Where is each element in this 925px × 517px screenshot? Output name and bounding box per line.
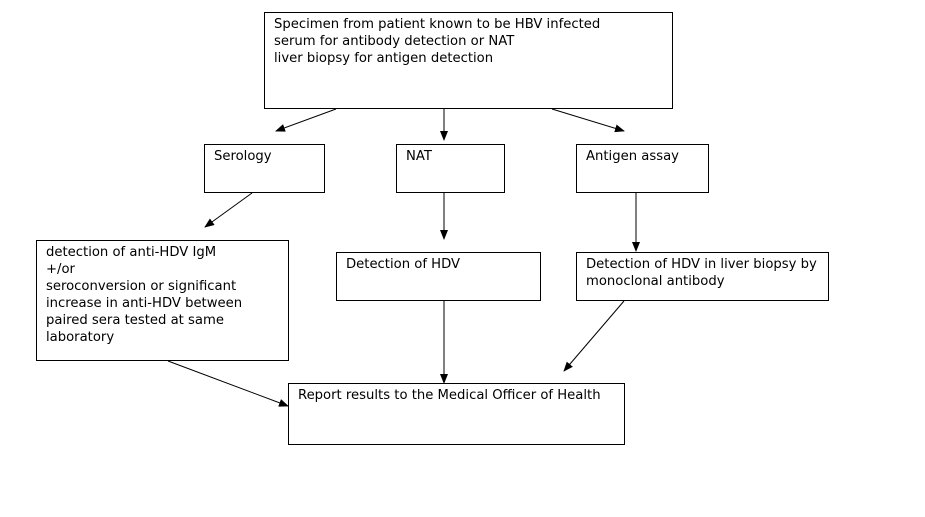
nat-box: NAT [396, 144, 505, 193]
arrow-biopsy-detection-to-report [563, 300, 625, 372]
arrow-antibody-detection-to-report [167, 360, 289, 407]
biopsy-detection-box: Detection of HDV in liver biopsy by mono… [576, 252, 829, 301]
antigen-assay-label: Antigen assay [586, 149, 679, 164]
antibody-detection-line-1: detection of anti-HDV IgM [46, 245, 217, 260]
report-label: Report results to the Medical Officer of… [298, 388, 601, 403]
specimen-line-2: serum for antibody detection or NAT [274, 34, 515, 49]
antibody-detection-box: detection of anti-HDV IgM +/or seroconve… [36, 240, 289, 361]
specimen-line-1: Specimen from patient known to be HBV in… [274, 17, 601, 32]
antigen-assay-box: Antigen assay [576, 144, 709, 193]
serology-label: Serology [214, 149, 272, 164]
biopsy-detection-line-1: Detection of HDV in liver biopsy by [586, 257, 817, 272]
antibody-detection-line-3: seroconversion or significant [46, 279, 237, 294]
hdv-detection-label: Detection of HDV [346, 257, 461, 272]
antibody-detection-line-5: paired sera tested at same [46, 313, 224, 328]
report-box: Report results to the Medical Officer of… [288, 383, 625, 445]
biopsy-detection-line-2: monoclonal antibody [586, 274, 725, 289]
hdv-detection-box: Detection of HDV [336, 252, 541, 301]
antibody-detection-line-4: increase in anti-HDV between [46, 296, 243, 311]
arrow-specimen-to-serology [275, 108, 337, 132]
antibody-detection-line-6: laboratory [46, 330, 115, 345]
nat-label: NAT [406, 149, 432, 164]
arrow-specimen-to-antigen [551, 108, 625, 133]
antibody-detection-line-2: +/or [46, 262, 75, 277]
specimen-line-3: liver biopsy for antigen detection [274, 51, 494, 66]
arrow-serology-to-antibody-detection [204, 192, 253, 228]
serology-box: Serology [204, 144, 325, 193]
specimen-box: Specimen from patient known to be HBV in… [264, 12, 673, 109]
